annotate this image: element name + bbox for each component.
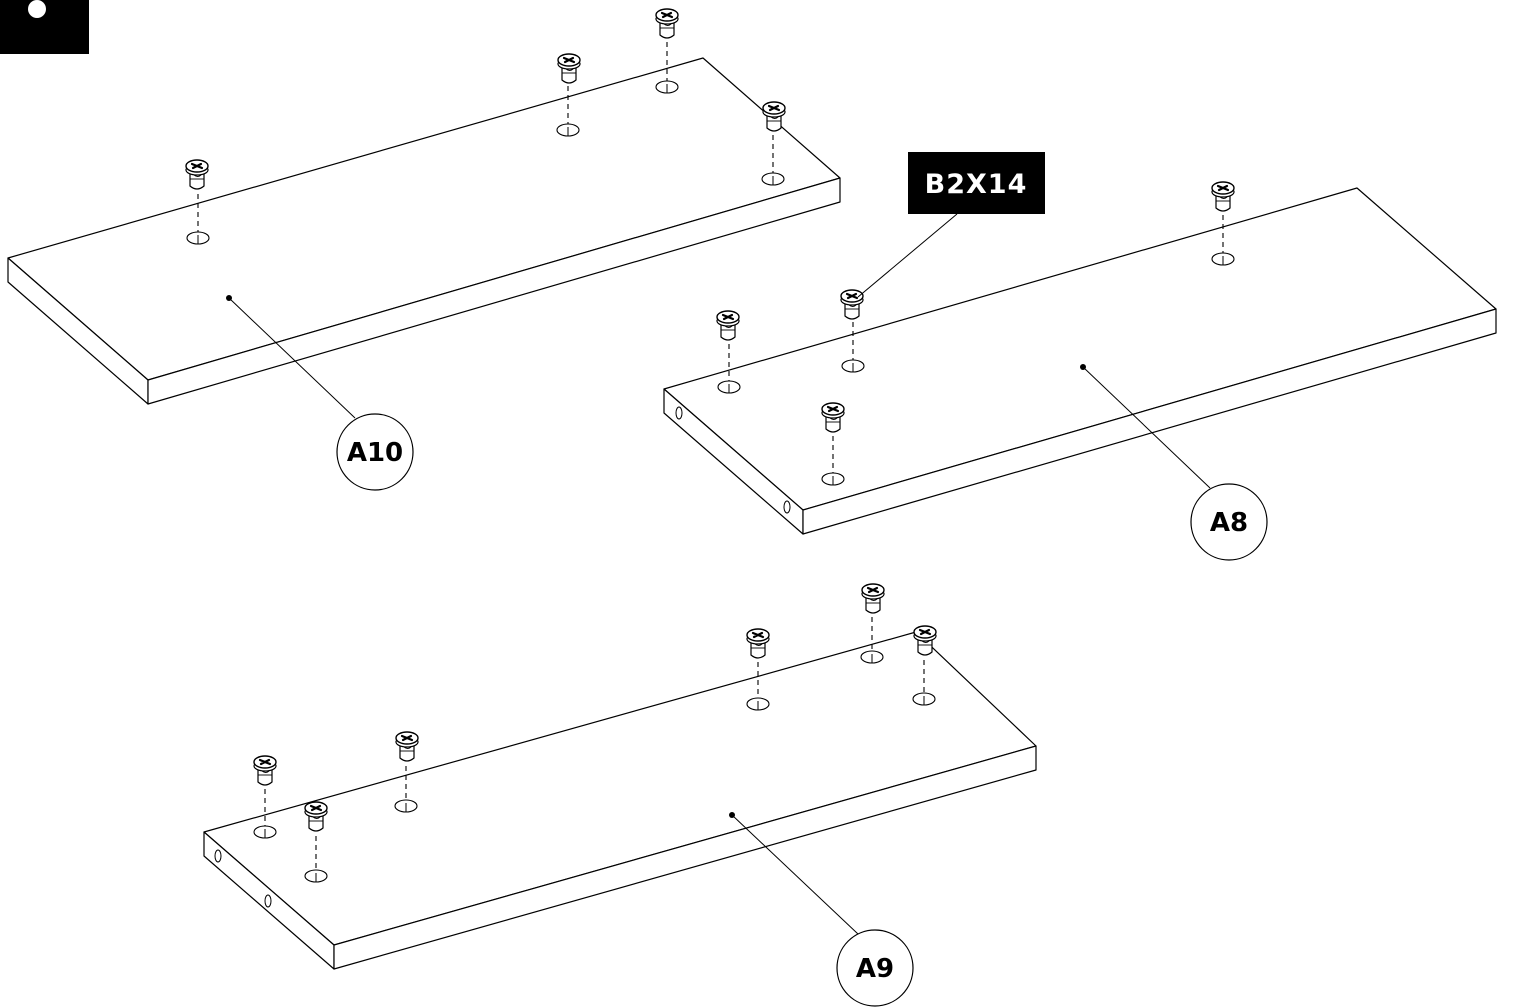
dowel-hole-icon — [556, 123, 580, 137]
dowel-hole-icon — [761, 172, 785, 186]
hardware-tag-label: B2X14 — [925, 169, 1028, 200]
part-label-a10: A10 — [347, 438, 403, 468]
dowel-hole-icon — [253, 825, 277, 839]
dowel-hole-icon — [394, 799, 418, 813]
dowel-hole-icon — [717, 380, 741, 394]
dowel-hole-icon — [912, 692, 936, 706]
cam-dowel-icon — [715, 309, 741, 342]
part-label-a8: A8 — [1210, 508, 1248, 538]
cam-dowel-icon — [184, 158, 210, 191]
cam-dowel-icon — [745, 627, 771, 660]
dowel-hole-icon — [860, 650, 884, 664]
callout-a8: A8 — [1080, 364, 1268, 561]
panel-a10 — [7, 57, 841, 405]
step-badge-icon — [0, 0, 89, 54]
hardware-tag: B2X14 — [857, 152, 1045, 298]
dowel-group-a8 — [715, 180, 1236, 486]
cam-dowel-icon — [839, 288, 865, 321]
cam-dowel-icon — [654, 7, 680, 40]
cam-dowel-icon — [860, 582, 886, 615]
dowel-hole-icon — [304, 869, 328, 883]
dowel-group-a10 — [184, 7, 787, 245]
dowel-hole-icon — [1211, 252, 1235, 266]
cam-dowel-icon — [252, 754, 278, 787]
dowel-hole-icon — [655, 80, 679, 94]
part-label-a9: A9 — [856, 954, 894, 984]
panel-a8 — [663, 187, 1497, 535]
dowel-hole-icon — [821, 472, 845, 486]
dowel-hole-icon — [186, 231, 210, 245]
cam-dowel-icon — [556, 52, 582, 85]
callout-a9: A9 — [729, 812, 914, 1007]
cam-dowel-icon — [394, 730, 420, 763]
dowel-hole-icon — [746, 697, 770, 711]
dowel-hole-icon — [841, 359, 865, 373]
panel-a9 — [203, 631, 1037, 970]
dowel-group-a9 — [252, 582, 938, 883]
cam-dowel-icon — [1210, 180, 1236, 213]
callout-a10: A10 — [226, 295, 414, 491]
